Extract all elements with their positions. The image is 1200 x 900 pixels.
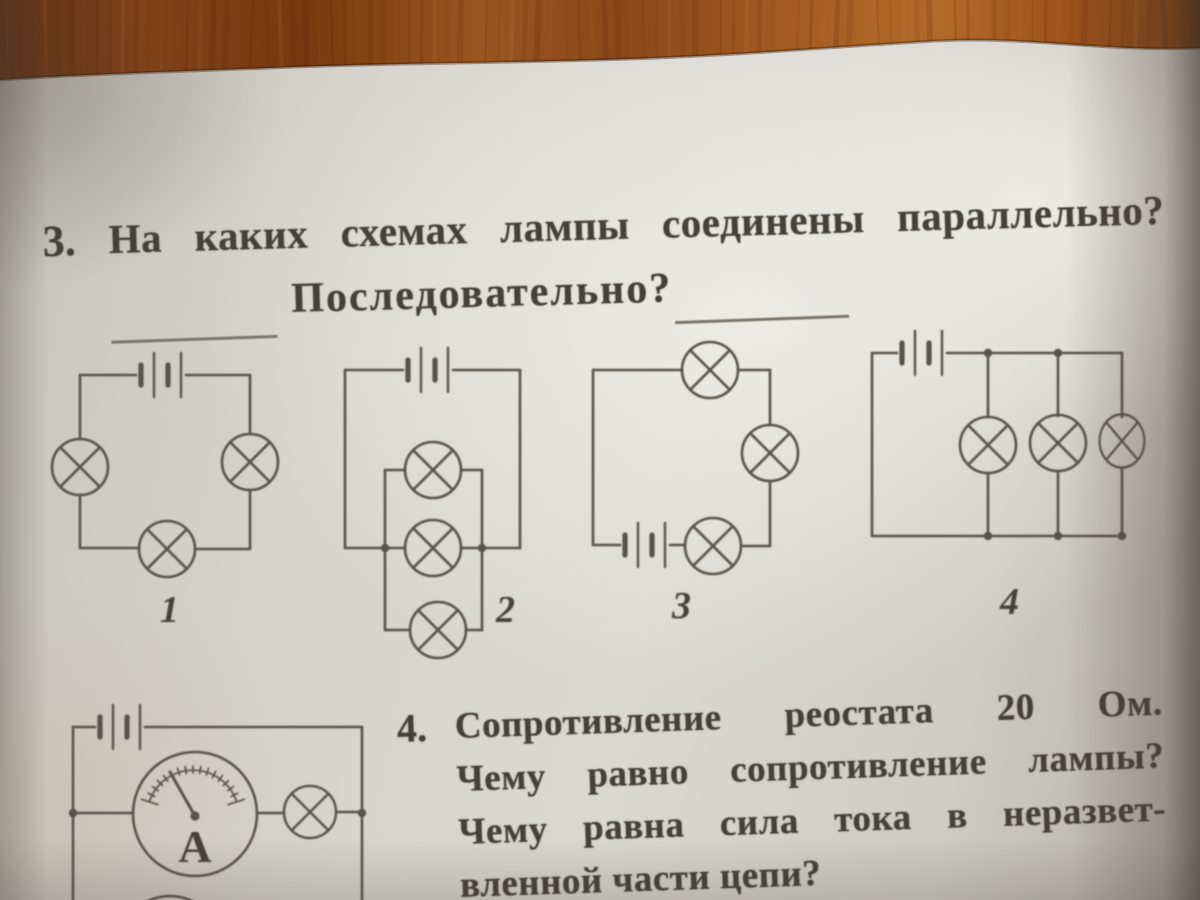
lamp-icon (408, 600, 468, 660)
lamp-icon (1098, 413, 1146, 469)
lamp-icon (403, 518, 463, 578)
circuit-diagram-3: 3 (591, 340, 800, 627)
diagram-1-label: 1 (160, 589, 179, 631)
lamp-icon (137, 519, 197, 579)
junction-dot (1052, 347, 1064, 359)
battery-icon (625, 523, 665, 567)
question-4-number: 4. (396, 705, 428, 751)
lamp-icon (958, 415, 1018, 475)
wire (193, 488, 252, 551)
junction-dot (982, 530, 994, 542)
ammeter-scale-ticks (140, 765, 246, 806)
diagram-3-label: 3 (671, 585, 691, 627)
wire (739, 479, 772, 548)
battery-icon (902, 331, 942, 375)
lamp-icon (683, 516, 743, 576)
junction-dot (356, 807, 368, 819)
lamp-icon (740, 423, 800, 483)
diagram-2-label: 2 (495, 589, 515, 631)
wire (459, 368, 522, 550)
wire (870, 351, 1124, 538)
lamp-icon (403, 440, 463, 500)
circuit-diagram-2: 2 (343, 333, 522, 660)
circuit-ammeter: A (67, 693, 368, 900)
wire (591, 368, 622, 547)
question-3: 3. На каких схемах лампы соединены парал… (42, 187, 1165, 344)
battery-icon (100, 705, 140, 749)
wire (78, 493, 141, 550)
question-3-text: На каких схемах лампы соединены параллел… (107, 186, 1165, 263)
wood-table-surface (0, 0, 1200, 82)
junction-dot (379, 542, 391, 554)
lamp-icon (220, 432, 280, 492)
question-3-prompt2: Последовательно? (290, 265, 673, 323)
wire (343, 368, 407, 550)
ammeter-label: A (178, 821, 211, 872)
question-4: 4. Сопротивление реостата 20 Ом. Чему ра… (396, 677, 1169, 900)
question-3-number: 3. (41, 216, 77, 266)
ammeter-pivot (190, 811, 200, 821)
lamp-icon (1028, 413, 1088, 473)
question-3-row: 3. На каких схемах лампы соединены парал… (42, 187, 1165, 267)
lamp-icon (282, 784, 338, 840)
junction-dot (476, 542, 488, 554)
junction-dot (982, 347, 994, 359)
ammeter-needle (168, 770, 197, 818)
junction-dot (1052, 530, 1064, 542)
circuit-diagram-4: 4 (870, 323, 1146, 623)
ammeter-icon: A (131, 750, 259, 878)
answer-blank-series (675, 314, 850, 325)
lamp-icon (50, 437, 110, 497)
junction-dot (67, 807, 79, 819)
lamp-icon (680, 340, 740, 400)
circuit-diagram-1: 1 (50, 338, 280, 631)
junction-dot (1116, 530, 1128, 542)
cutoff-component-arc (147, 894, 193, 900)
diagram-4-label: 4 (999, 581, 1019, 623)
battery-icon (408, 348, 448, 392)
battery-icon (141, 353, 181, 397)
